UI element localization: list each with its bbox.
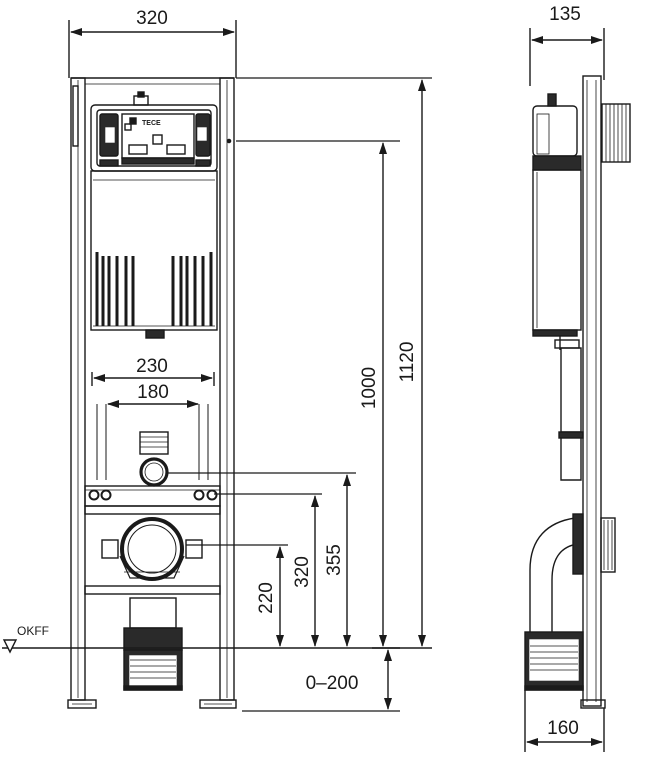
side-rail (580, 75, 606, 709)
side-cistern (532, 93, 582, 350)
frame-feet (67, 699, 237, 709)
dim-depth-160 (524, 690, 605, 752)
floor-triangle-icon (2, 639, 18, 654)
side-flush-pipe (558, 347, 584, 481)
front-view: TECE (2, 20, 432, 712)
mounting-plate (84, 485, 221, 515)
manufacturer-logo: TECE (142, 120, 161, 127)
label-230: 230 (136, 356, 168, 377)
frame-right-post (219, 77, 235, 701)
drain-pipe (123, 597, 183, 691)
dim-depth-135 (529, 28, 605, 86)
label-0-200: 0–200 (306, 673, 359, 694)
label-220: 220 (256, 582, 277, 614)
side-ribbed-pipe (601, 103, 631, 163)
dim-width-320 (68, 20, 237, 78)
floor-line (2, 639, 432, 654)
cistern-tank (90, 170, 218, 339)
drain-connector (84, 517, 221, 595)
label-depth-135: 135 (549, 4, 581, 25)
cistern-actuator (90, 91, 218, 172)
frame-left-post (70, 77, 86, 701)
label-width-320: 320 (136, 8, 168, 29)
label-320: 320 (292, 556, 313, 588)
side-drain-socket (524, 631, 584, 691)
label-1000: 1000 (359, 367, 380, 409)
label-okff: OKFF (17, 624, 49, 638)
label-180: 180 (137, 382, 169, 403)
label-depth-160: 160 (547, 718, 579, 739)
label-355: 355 (324, 544, 345, 576)
mounting-rods (96, 404, 209, 480)
dim-230 (91, 372, 215, 386)
label-1120: 1120 (397, 342, 418, 383)
extension-lines (166, 77, 432, 712)
dim-0-200 (372, 647, 400, 710)
side-view (524, 28, 631, 752)
side-elbow (529, 513, 616, 632)
flush-pipe (139, 431, 169, 487)
